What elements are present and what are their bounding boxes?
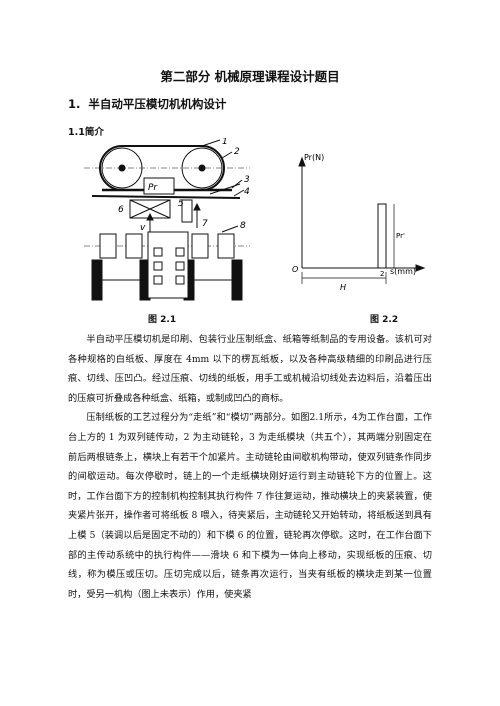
callout-6: 6 (118, 205, 124, 215)
figure-2-2-caption: 图 2.2 (370, 315, 399, 325)
body-text: 半自动平压模切机是印刷、包装行业压制纸盒、纸箱等纸制品的专用设备。该机可对各种规… (68, 330, 432, 604)
gap-label: 2 (380, 270, 384, 278)
x-axis-label: s(mm) (390, 267, 416, 276)
section-number: 1. (68, 97, 81, 111)
page-title: 第二部分 机械原理课程设计题目 (160, 69, 340, 84)
h-label: H (340, 283, 346, 292)
mechanism-diagram: 1 2 3 4 5 6 7 8 Pr v (84, 138, 250, 301)
figure-2-1-caption: 图 2.1 (148, 315, 177, 325)
origin-label: O (292, 265, 298, 274)
figure-2-1: 1 2 3 4 5 6 7 8 Pr v (82, 138, 252, 303)
callout-2: 2 (234, 147, 240, 157)
callout-8: 8 (240, 221, 246, 231)
figure-2-2: Pr(N) s(mm) O H 2 Pr' (282, 150, 432, 300)
velocity-label: v (140, 223, 146, 233)
callout-1: 1 (222, 138, 228, 147)
pr-prime-label: Pr' (396, 232, 405, 240)
callout-4: 4 (244, 187, 250, 197)
callout-5: 5 (178, 199, 184, 209)
section-title: 半自动平压模切机机构设计 (88, 97, 227, 111)
load-graph: Pr(N) s(mm) O H 2 Pr' (292, 153, 426, 292)
paragraph-2: 压制纸板的工艺过程分为“走纸”和“模切”两部分。如图2.1所示，4为工作台面，工… (68, 412, 432, 600)
subsection-heading: 1.1简介 (68, 127, 104, 138)
paragraph-1: 半自动平压模切机是印刷、包装行业压制纸盒、纸箱等纸制品的专用设备。该机可对各种规… (68, 334, 432, 404)
callout-7: 7 (202, 219, 208, 229)
section-heading: 1. 半自动平压模切机机构设计 (68, 96, 226, 112)
callout-3: 3 (244, 175, 250, 185)
y-axis-label: Pr(N) (304, 153, 324, 162)
force-label: Pr (148, 183, 158, 193)
